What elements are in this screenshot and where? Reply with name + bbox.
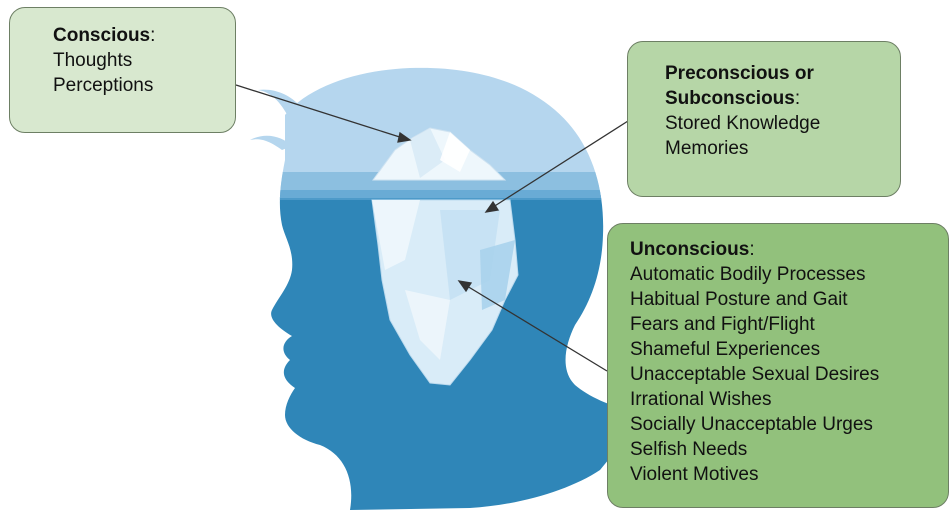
unconscious-item: Socially Unacceptable Urges: [630, 412, 948, 437]
unconscious-item: Shameful Experiences: [630, 337, 948, 362]
preconscious-item: Stored Knowledge: [665, 111, 900, 136]
conscious-item: Thoughts: [53, 48, 235, 73]
conscious-callout: Conscious: Thoughts Perceptions: [9, 7, 236, 133]
unconscious-item: Automatic Bodily Processes: [630, 262, 948, 287]
unconscious-item: Habitual Posture and Gait: [630, 287, 948, 312]
preconscious-title-line2: Subconscious: [665, 88, 795, 109]
unconscious-title: Unconscious: [630, 239, 749, 260]
conscious-item: Perceptions: [53, 73, 235, 98]
preconscious-item: Memories: [665, 136, 900, 161]
unconscious-item: Selfish Needs: [630, 437, 948, 462]
conscious-colon: :: [150, 25, 155, 46]
unconscious-item: Fears and Fight/Flight: [630, 312, 948, 337]
unconscious-callout: Unconscious: Automatic Bodily Processes …: [607, 223, 949, 508]
unconscious-item: Unacceptable Sexual Desires: [630, 362, 948, 387]
conscious-title: Conscious: [53, 25, 150, 46]
unconscious-item: Violent Motives: [630, 462, 948, 487]
preconscious-colon: :: [795, 88, 800, 109]
preconscious-callout: Preconscious or Subconscious: Stored Kno…: [627, 41, 901, 197]
unconscious-colon: :: [749, 239, 754, 260]
preconscious-title-line1: Preconscious or: [665, 63, 814, 84]
unconscious-item: Irrational Wishes: [630, 387, 948, 412]
